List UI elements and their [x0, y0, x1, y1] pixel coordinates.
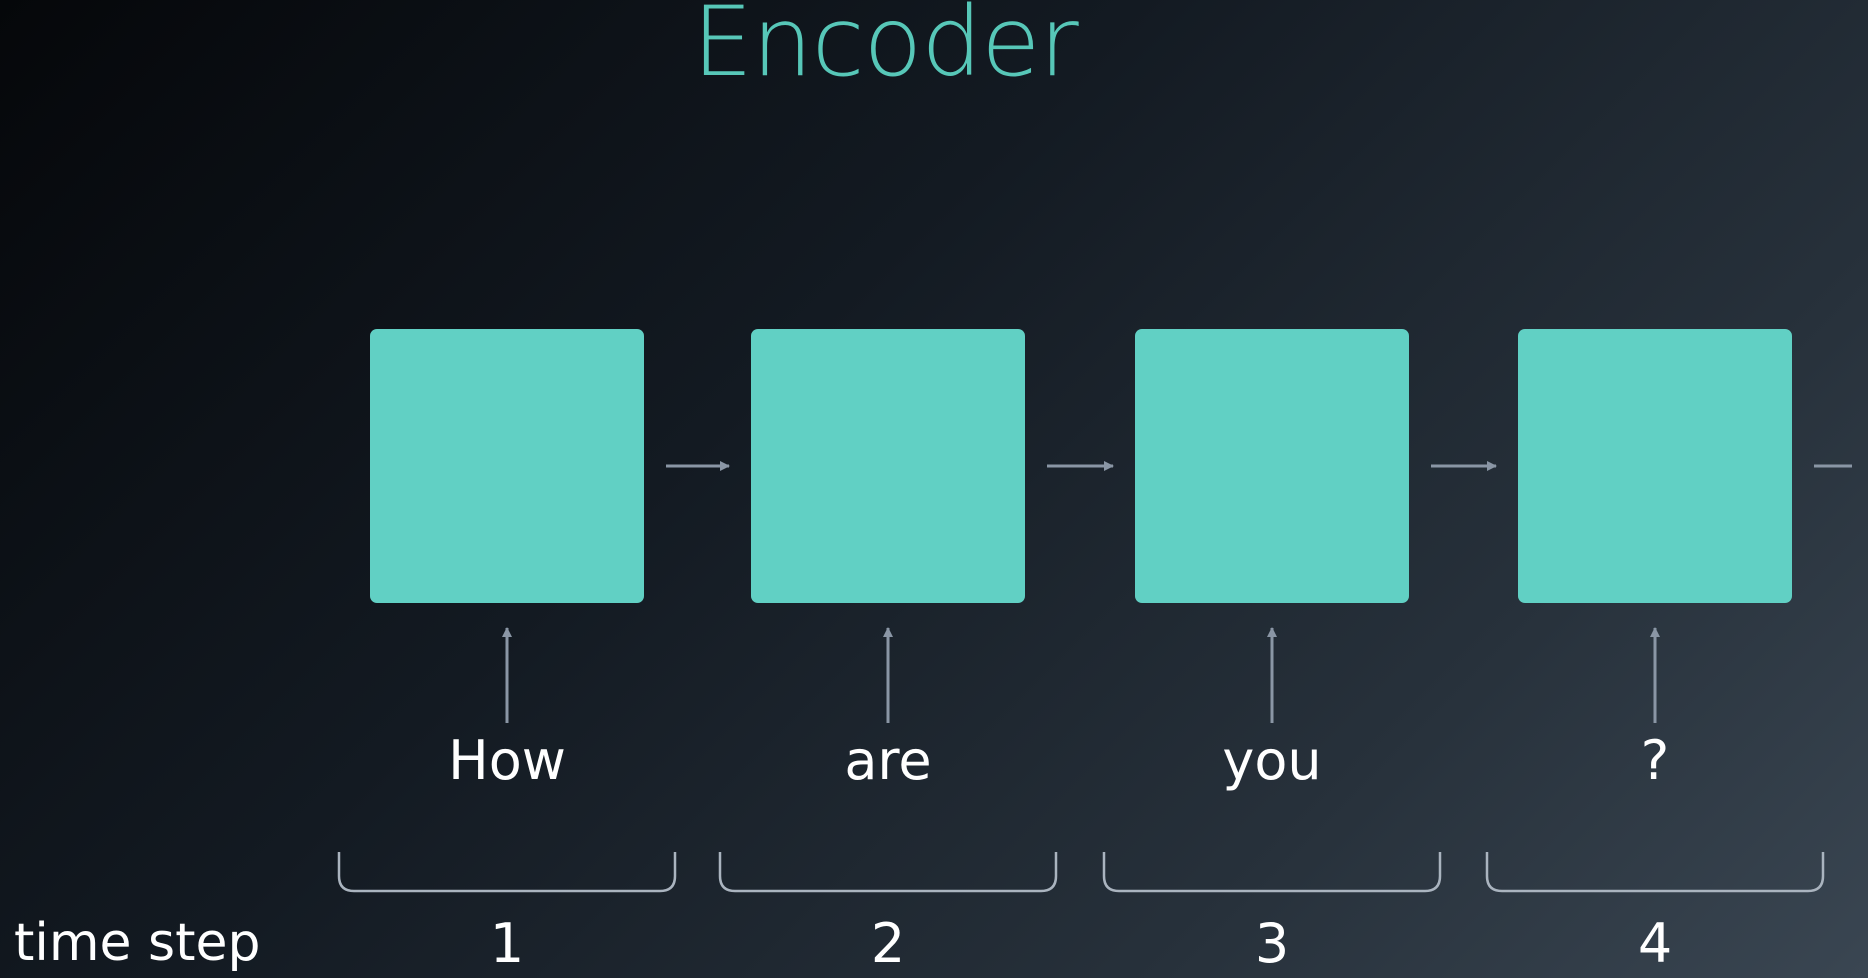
- input-word: are: [844, 729, 931, 792]
- bracket-icon: [718, 852, 1058, 893]
- encoder-cell: [1518, 329, 1792, 603]
- encoder-cell: [1135, 329, 1409, 603]
- input-word: ?: [1641, 729, 1670, 792]
- time-step-number: 3: [1255, 912, 1289, 975]
- input-word: How: [448, 729, 566, 792]
- time-step-number: 1: [490, 912, 524, 975]
- time-step-number: 2: [871, 912, 905, 975]
- diagram-title: Encoder: [692, 0, 1079, 98]
- encoder-cell: [751, 329, 1025, 603]
- time-step-number: 4: [1638, 912, 1672, 975]
- input-word: you: [1222, 729, 1321, 792]
- time-step-label: time step: [14, 913, 261, 973]
- bracket-icon: [1485, 852, 1825, 893]
- encoder-cell: [370, 329, 644, 603]
- bracket-icon: [1102, 852, 1442, 893]
- bracket-icon: [337, 852, 677, 893]
